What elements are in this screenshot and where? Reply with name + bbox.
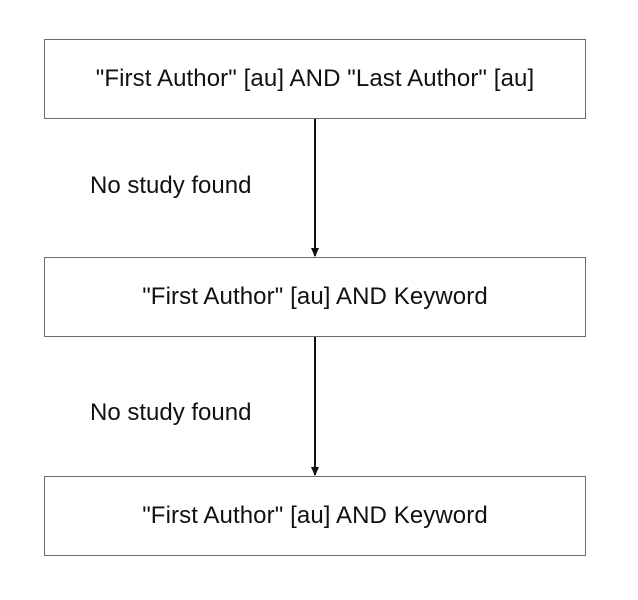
edge-label-no-study-found-1: No study found bbox=[90, 172, 252, 199]
search-query-text-1: "First Author" [au] AND "Last Author" [a… bbox=[95, 65, 535, 92]
search-query-box-2: "First Author" [au] AND Keyword bbox=[44, 257, 586, 337]
search-query-text-2: "First Author" [au] AND Keyword bbox=[142, 283, 488, 310]
search-query-box-1: "First Author" [au] AND "Last Author" [a… bbox=[44, 39, 586, 119]
edge-label-no-study-found-2: No study found bbox=[90, 399, 252, 426]
search-query-text-3: "First Author" [au] AND Keyword bbox=[142, 502, 488, 529]
search-query-box-3: "First Author" [au] AND Keyword bbox=[44, 476, 586, 556]
